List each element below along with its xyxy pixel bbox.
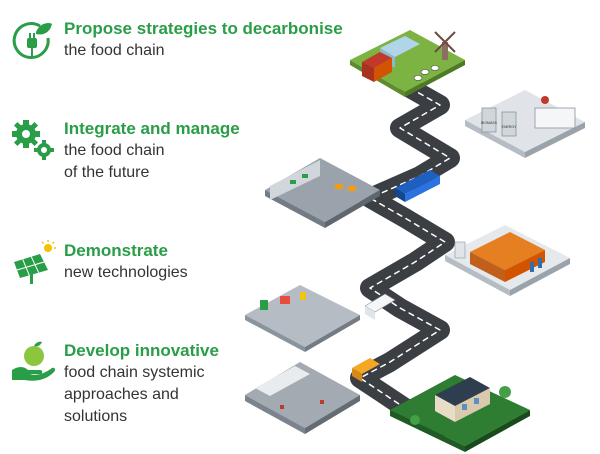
item-line: solutions <box>64 408 128 425</box>
item-title: Develop innovative <box>64 341 219 360</box>
windmill <box>434 31 456 60</box>
truck-blue <box>395 170 440 202</box>
item-line: of the future <box>64 164 150 181</box>
strategy-item-4: Develop innovative food chain systemic a… <box>10 340 219 428</box>
farm-tile <box>350 30 465 97</box>
hand-apple-icon <box>10 340 56 386</box>
kitchen-tile <box>245 358 380 434</box>
item-line: the food chain <box>64 142 165 159</box>
plug-leaf-icon <box>10 18 56 64</box>
household-tile <box>390 375 530 452</box>
gears-icon <box>10 118 56 164</box>
solar-panel-icon <box>10 240 56 286</box>
food-chain-illustration: BIOMASS ENERGY <box>245 30 585 452</box>
item-line: food chain systemic <box>64 364 205 381</box>
item-title: Propose strategies to decarbonise <box>64 19 343 38</box>
strategy-item-1: Propose strategies to decarbonise the fo… <box>10 18 343 64</box>
item-title: Integrate and manage <box>64 119 240 138</box>
energy-sign: ENERGY <box>502 125 517 129</box>
road <box>350 78 460 438</box>
item-line: new technologies <box>64 264 188 281</box>
factory-tile <box>445 225 570 296</box>
energy-plant-tile: BIOMASS ENERGY <box>465 90 585 158</box>
strategy-item-3: Demonstrate new technologies <box>10 240 188 286</box>
van-orange <box>352 358 380 382</box>
item-title: Demonstrate <box>64 241 168 260</box>
item-line: approaches and <box>64 386 179 403</box>
processing-tile <box>265 158 440 228</box>
item-line: the food chain <box>64 42 165 59</box>
retail-tile <box>245 285 396 352</box>
biomass-sign: BIOMASS <box>481 121 498 125</box>
strategy-item-2: Integrate and manage the food chain of t… <box>10 118 240 184</box>
truck-white <box>364 293 396 320</box>
